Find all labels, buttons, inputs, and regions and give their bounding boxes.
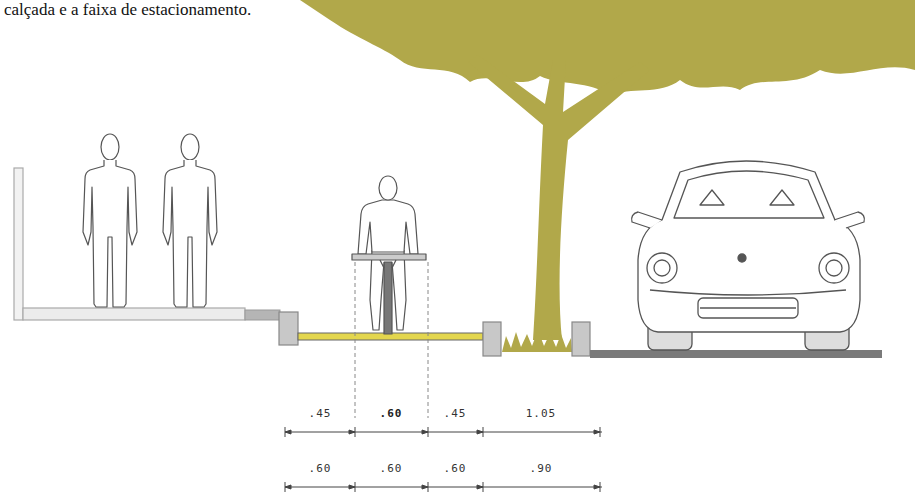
car <box>632 161 865 350</box>
width-guide <box>355 262 356 418</box>
dimension-label: 1.05 <box>526 408 557 420</box>
dimension-label: .60 <box>444 463 467 475</box>
building-wall <box>14 168 23 320</box>
cyclist <box>352 176 426 334</box>
curb <box>279 312 298 345</box>
road <box>590 350 882 358</box>
sidewalk <box>23 308 245 320</box>
width-guide <box>428 262 429 418</box>
caption-text: calçada e a faixa de estacionamento. <box>4 1 251 20</box>
dimension-label: .60 <box>309 463 332 475</box>
tree-canopy <box>300 0 915 96</box>
pedestrian <box>83 134 137 307</box>
curb <box>483 322 501 356</box>
pedestrian <box>163 134 217 307</box>
curb <box>572 322 590 356</box>
dimension-label: .60 <box>380 463 403 475</box>
dimension-label: .60 <box>380 408 403 420</box>
tree-grass <box>502 330 572 352</box>
sidewalk-edge <box>245 310 280 320</box>
dimension-label: .45 <box>444 408 467 420</box>
dimension-line <box>285 482 602 492</box>
dimension-label: .45 <box>309 408 332 420</box>
dimension-label: .90 <box>530 463 553 475</box>
dimension-line <box>285 427 602 437</box>
tree-trunk <box>468 55 650 340</box>
